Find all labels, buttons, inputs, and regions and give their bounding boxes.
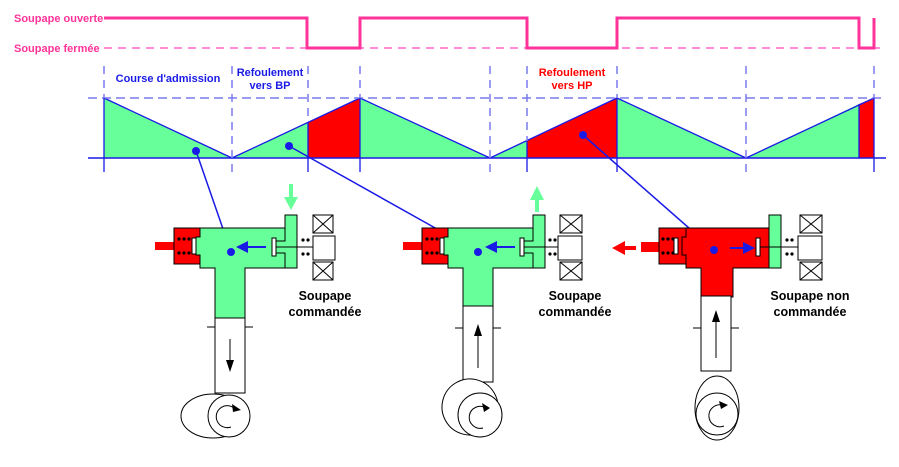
- pump-1-caption-line2: commandée: [289, 305, 362, 319]
- flow-arrowhead: [485, 241, 497, 253]
- lp-inflow-arrowhead: [284, 197, 298, 210]
- hp-outlet-pipe: [641, 242, 661, 252]
- lp-valve-plate: [755, 237, 761, 257]
- pump-1-intake: [155, 184, 336, 439]
- valve-open-label: Soupape ouverte: [14, 13, 103, 25]
- solenoid-armature: [312, 235, 336, 261]
- plunger-up-arrowhead: [474, 324, 482, 336]
- pump-3-caption-line1: Soupape non: [770, 289, 849, 303]
- hp-valve-spring: [425, 237, 439, 255]
- coil-bottom-cross: [559, 261, 583, 281]
- rotation-arrowhead: [482, 403, 490, 412]
- pump-3-caption-line2: commandée: [774, 305, 847, 319]
- rotation-arrowhead: [232, 404, 241, 412]
- pump-body: [195, 214, 298, 321]
- rotation-arrow: [468, 405, 487, 429]
- lp-valve-plate: [271, 237, 277, 257]
- coil-bottom-cross: [799, 261, 823, 281]
- pump-2-caption-line2: commandée: [539, 305, 612, 319]
- pressure-point: [227, 248, 235, 256]
- pump-3-delivery-hp: [612, 214, 823, 441]
- lp-outflow-arrowhead: [530, 186, 544, 200]
- hp-valve-plate: [439, 237, 445, 255]
- flow-arrowhead: [743, 242, 755, 254]
- hp-valve-spring: [177, 237, 191, 255]
- lp-valve-spring: [785, 238, 794, 256]
- leader-dot: [285, 142, 293, 150]
- lp-valve-spring: [301, 238, 310, 256]
- delivery-bp-label-line1: Refoulement: [237, 67, 304, 79]
- hp-valve-spring: [661, 237, 675, 255]
- valve-signal-waveform: [104, 16, 876, 50]
- hp-valve-plate: [191, 237, 197, 255]
- delivery-hp-label-line1: Refoulement: [539, 67, 606, 79]
- pump-body: [443, 214, 546, 309]
- pressure-point: [710, 246, 718, 254]
- hp-outflow-arrowhead: [612, 241, 625, 255]
- coil-bottom-cross: [312, 261, 334, 281]
- coil-top-cross: [559, 214, 583, 234]
- rotation-arrow: [215, 405, 237, 429]
- cam-base-circle: [695, 392, 739, 436]
- rotation-arrow: [708, 404, 725, 428]
- solenoid-armature: [797, 235, 823, 261]
- leader-dot: [579, 131, 587, 139]
- cam-base-circle: [207, 394, 251, 438]
- rotation-arrowhead: [719, 401, 728, 409]
- pump-2-delivery-bp: [403, 186, 583, 438]
- lp-valve-spring: [548, 238, 557, 256]
- delivery-hp-area-1: [308, 98, 360, 158]
- pump-1-caption-line1: Soupape: [299, 289, 352, 303]
- cam-profile-line: [103, 97, 875, 159]
- leader-dot: [192, 147, 200, 155]
- intake-phase-label: Course d'admission: [116, 73, 221, 85]
- coil-top-cross: [799, 214, 823, 234]
- valve-closed-label: Soupape fermée: [14, 43, 100, 55]
- delivery-hp-area-3: [859, 98, 874, 158]
- stroke-profile: Course d'admission Refoulement vers BP R…: [88, 66, 886, 172]
- flow-arrowhead: [236, 241, 248, 253]
- coil-top-cross: [312, 214, 334, 234]
- hp-outlet-pipe: [155, 242, 175, 250]
- lp-valve-plate: [519, 237, 525, 257]
- delivery-bp-label-line2: vers BP: [250, 80, 291, 92]
- pressure-point: [474, 248, 482, 256]
- hp-valve-plate: [673, 237, 679, 255]
- solenoid-armature: [557, 235, 583, 261]
- pump-2-caption-line1: Soupape: [549, 289, 602, 303]
- hp-outlet-pipe: [403, 242, 423, 250]
- cam-base-circle: [457, 392, 503, 438]
- lp-valve-seat: [523, 228, 534, 268]
- plunger-down-arrowhead: [226, 360, 234, 372]
- delivery-hp-area-2: [527, 98, 617, 158]
- lp-inlet-port: [768, 214, 782, 269]
- plunger-up-arrowhead: [712, 310, 720, 322]
- delivery-hp-label-line2: vers HP: [552, 80, 593, 92]
- lp-valve-seat: [275, 228, 286, 268]
